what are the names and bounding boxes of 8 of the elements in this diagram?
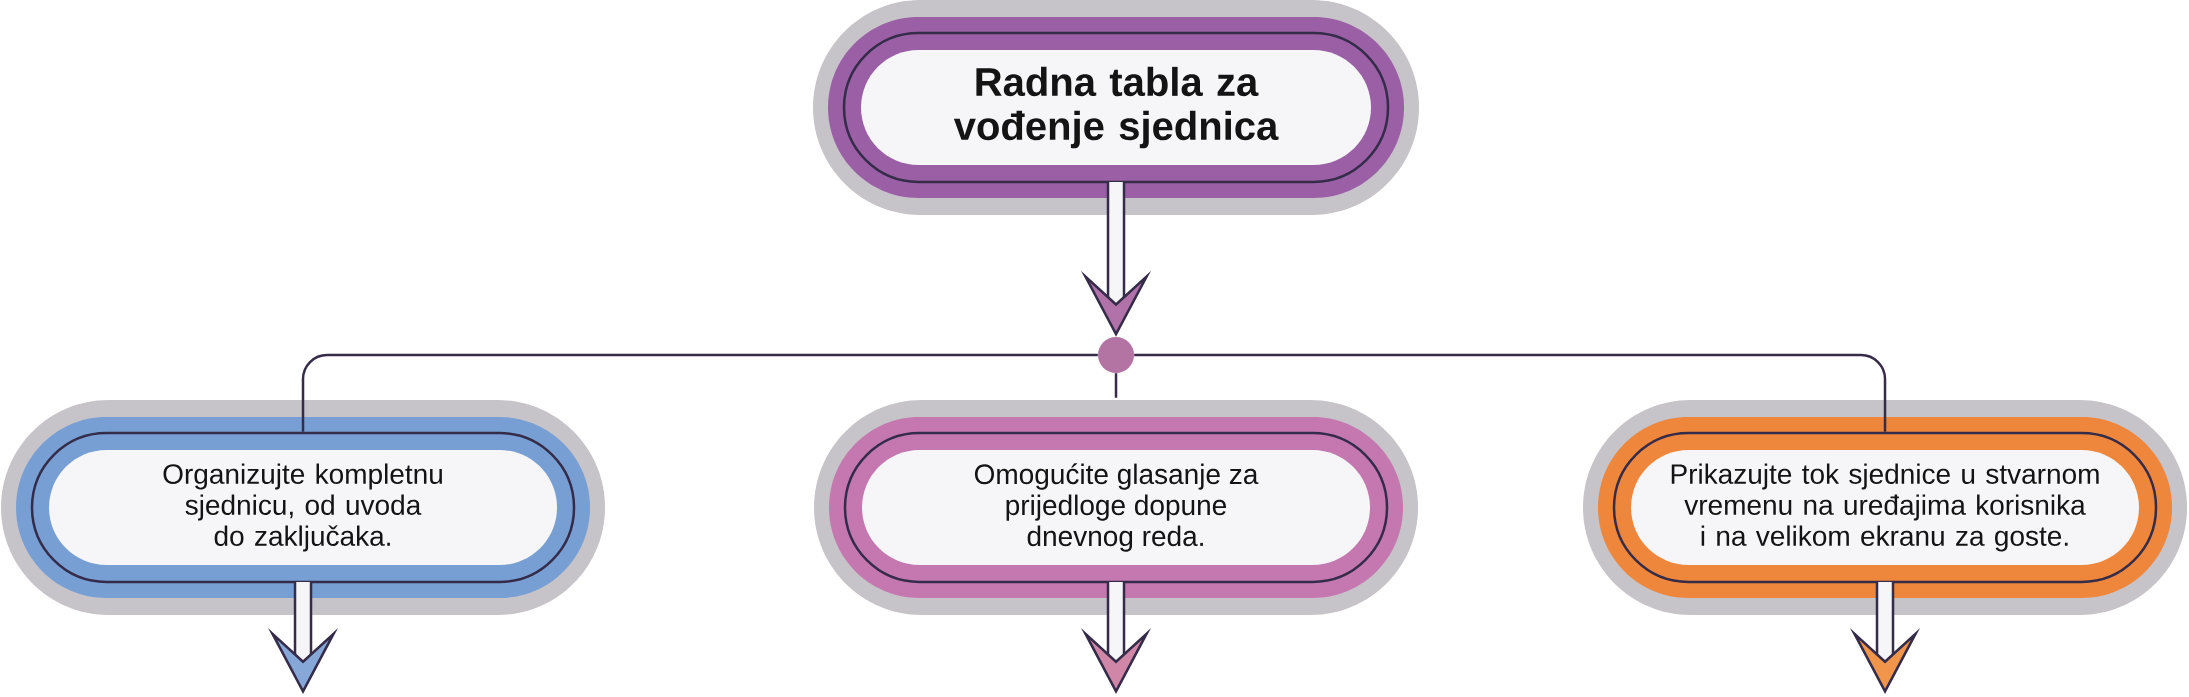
pill-box: Organizujte kompletnu sjednicu, od uvoda do zaključaka. [1, 400, 605, 615]
connector-line [1114, 373, 1118, 398]
pill-box: Radna tabla za vođenje sjednica [813, 0, 1419, 215]
connector-line [1134, 353, 1887, 432]
junction-dot [1098, 337, 1134, 373]
pill-box: Omogućite glasanje za prijedloge dopune dnevnog reda. [814, 400, 1418, 615]
connector-line [301, 353, 1098, 432]
pill-box: Prikazujte tok sjednice u stvarnom vremenu na uređajima korisnika i na velikom ekranu za goste. [1583, 400, 2187, 615]
